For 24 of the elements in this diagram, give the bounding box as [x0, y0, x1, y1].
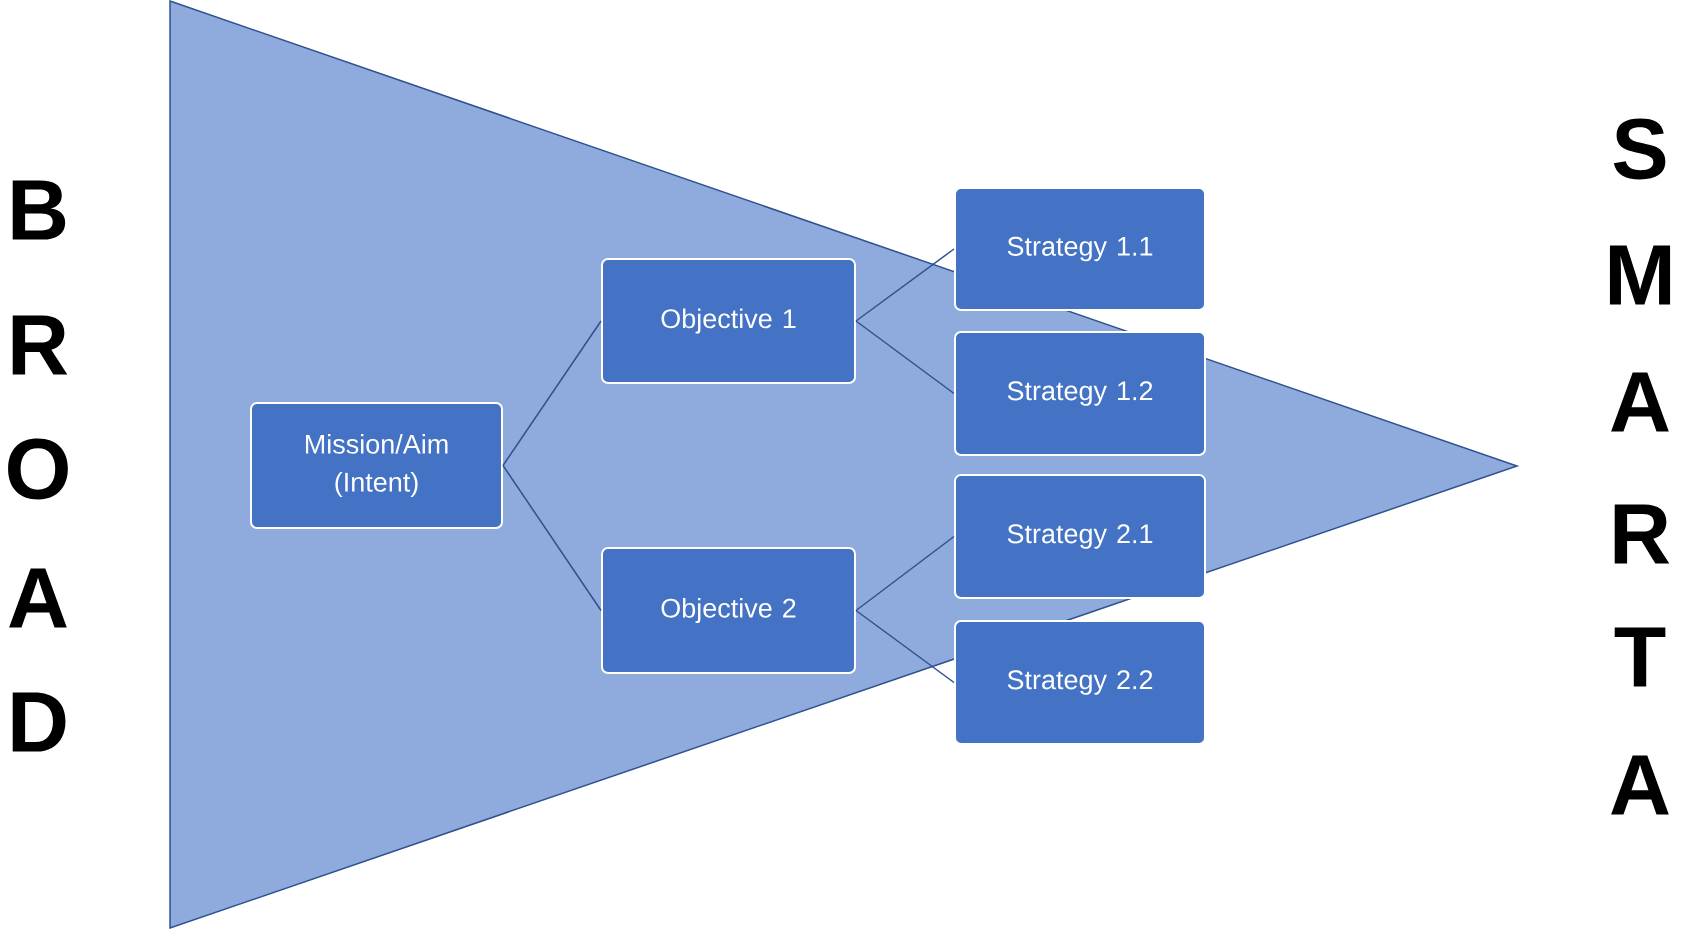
side-letter: A — [9, 568, 67, 628]
process-box: Strategy 2.1 — [954, 474, 1206, 599]
process-box: Strategy 1.1 — [954, 187, 1206, 311]
connector-line — [855, 248, 955, 322]
side-letter: D — [12, 692, 66, 752]
side-letter: M — [1609, 245, 1671, 305]
side-letter: A — [1611, 755, 1669, 815]
process-box: Strategy 2.2 — [954, 620, 1206, 745]
connector-line — [855, 609, 955, 684]
process-box: Objective 2 — [601, 547, 856, 674]
process-box: Mission/Aim (Intent) — [250, 402, 503, 529]
connector-line — [502, 464, 602, 612]
side-letter: A — [1611, 372, 1669, 432]
side-letter: R — [1614, 504, 1670, 564]
side-letter: B — [12, 180, 66, 240]
side-letter: R — [12, 315, 68, 375]
connector-line — [502, 320, 602, 467]
process-box: Objective 1 — [601, 258, 856, 384]
process-box: Strategy 1.2 — [954, 331, 1206, 456]
side-letter: S — [1613, 118, 1666, 180]
connector-line — [855, 320, 955, 395]
side-letter: T — [1614, 627, 1666, 687]
side-letter: O — [8, 438, 68, 500]
connector-line — [855, 535, 955, 612]
